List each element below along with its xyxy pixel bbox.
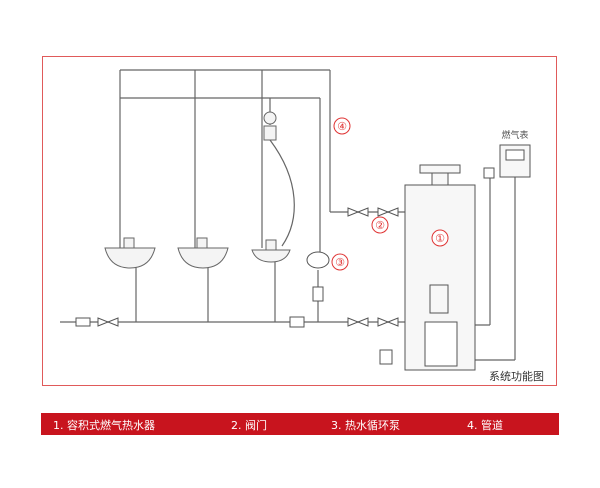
- legend-bar: 1. 容积式燃气热水器 2. 阀门 3. 热水循环泵 4. 管道: [41, 413, 559, 435]
- check-valve: [289, 316, 305, 328]
- basin-1-faucet: [123, 237, 135, 249]
- basin-3-faucet: [265, 239, 277, 251]
- marker-3: ③: [335, 256, 345, 269]
- legend-item-pump: 3. 热水循环泵: [331, 419, 400, 432]
- basin-2-faucet: [196, 237, 208, 249]
- basin-1: [104, 247, 156, 269]
- legend-item-heater: 1. 容积式燃气热水器: [53, 419, 155, 432]
- shower-hose: [269, 139, 295, 247]
- valve-inlet: [97, 317, 119, 327]
- heater-burner: [424, 321, 458, 367]
- marker-2: ②: [375, 219, 385, 232]
- pump-body: [312, 286, 324, 302]
- shower-head: [263, 111, 277, 125]
- gas-meter-dial: [505, 149, 525, 161]
- valve-hot-1: [347, 207, 369, 217]
- basin-3: [251, 249, 291, 263]
- valve-cold-2: [377, 317, 399, 327]
- marker-2-circle: [371, 216, 389, 234]
- shower-mixer: [263, 125, 277, 141]
- marker-1-circle: [431, 229, 449, 247]
- legend-item-valve: 2. 阀门: [231, 419, 267, 432]
- marker-1: ①: [435, 232, 445, 245]
- valve-cold-1: [347, 317, 369, 327]
- valve-hot-2: [377, 207, 399, 217]
- legend-item-pipe: 4. 管道: [467, 419, 503, 432]
- marker-4-circle: [333, 117, 351, 135]
- flue-cap: [419, 164, 461, 174]
- circulation-pump: [306, 251, 330, 269]
- gas-valve: [483, 167, 495, 179]
- filter-inlet: [75, 317, 91, 327]
- heater-window: [429, 284, 449, 314]
- basin-2: [177, 247, 229, 269]
- marker-3-circle: [331, 253, 349, 271]
- diagram-caption: 系统功能图: [489, 370, 544, 383]
- flue-pipe: [431, 172, 449, 186]
- diagram-frame: [42, 56, 557, 386]
- marker-4: ④: [337, 120, 347, 133]
- gas-meter-label: 燃气表: [501, 129, 528, 141]
- drain-outlet: [379, 349, 393, 365]
